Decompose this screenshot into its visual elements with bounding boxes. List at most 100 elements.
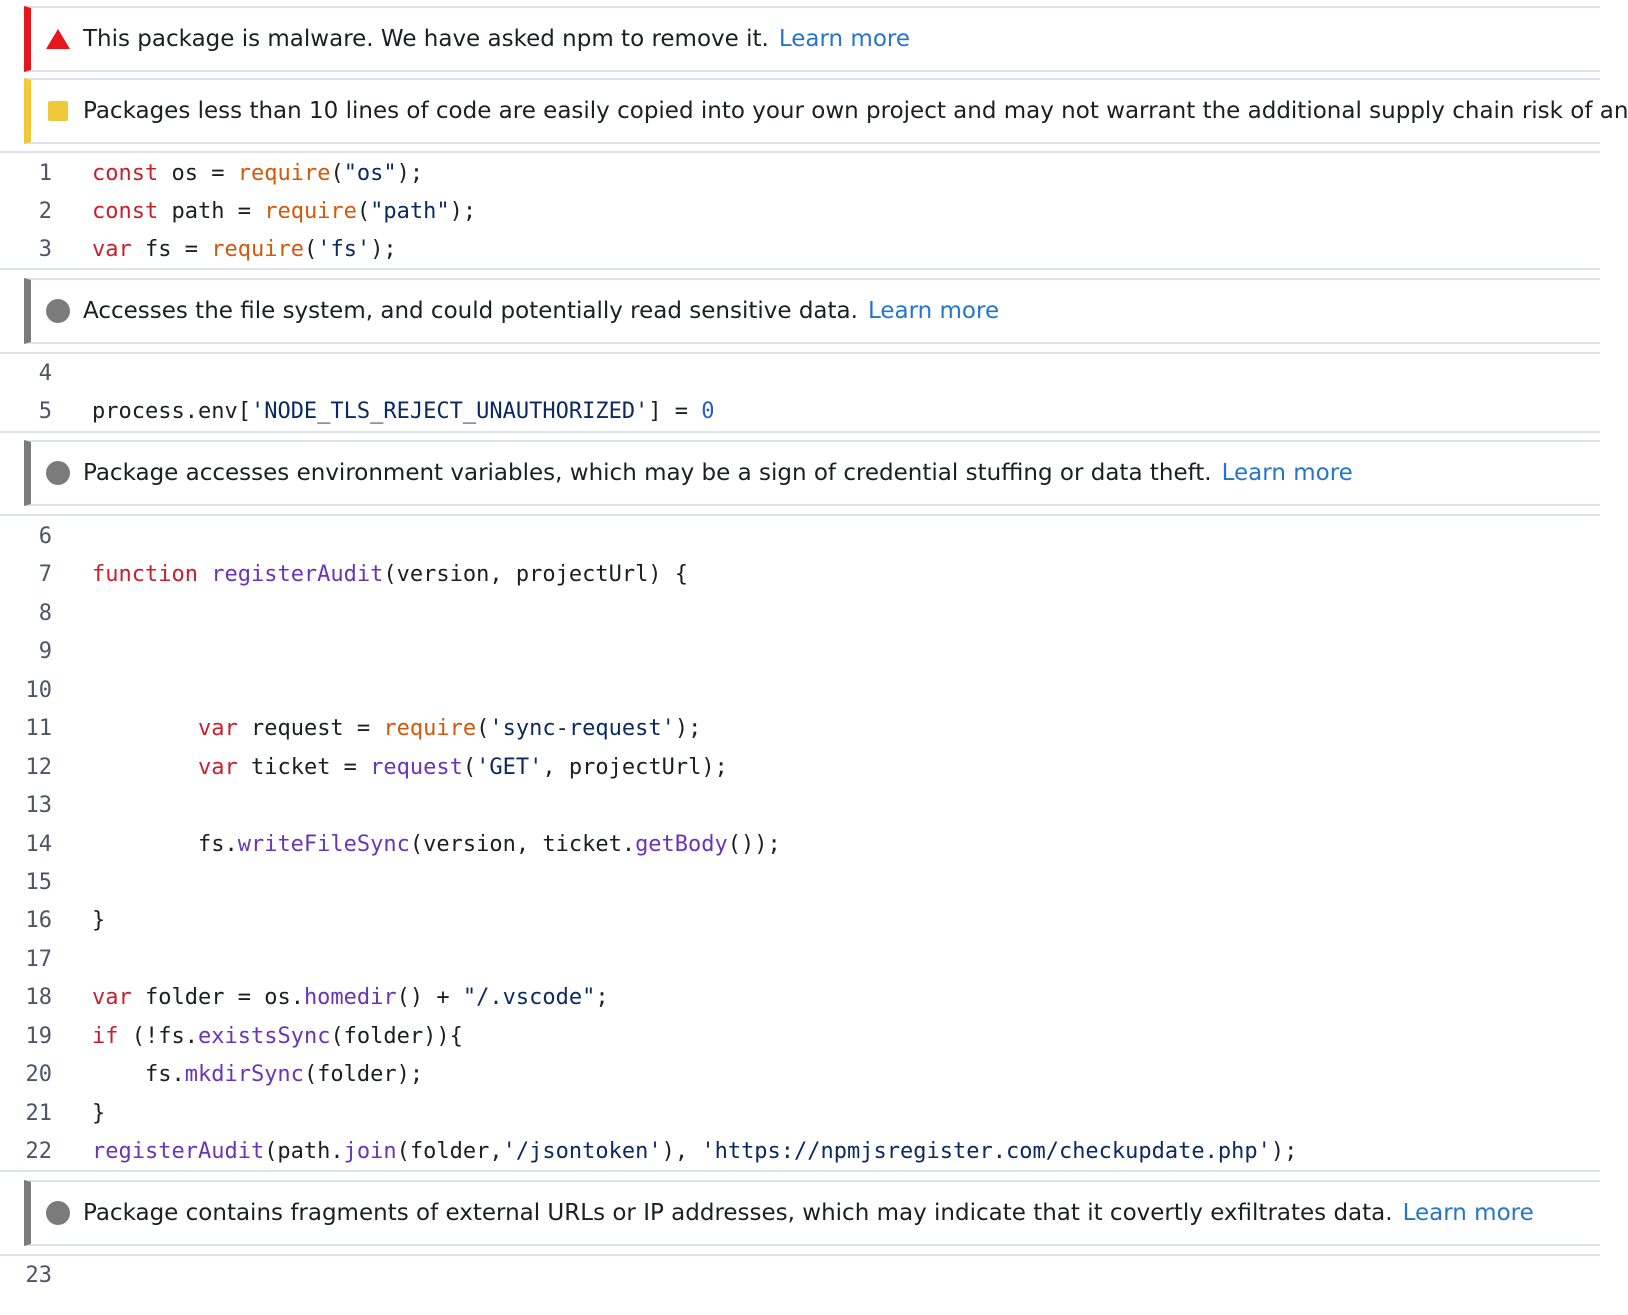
code-block-divider bbox=[0, 514, 1600, 516]
code-token: var bbox=[92, 237, 132, 262]
line-source: function registerAudit(version, projectU… bbox=[92, 556, 688, 594]
code-token: os = bbox=[158, 161, 238, 186]
code-token: } bbox=[92, 908, 106, 933]
code-token: process.env[ bbox=[92, 399, 251, 424]
code-token: (folder, bbox=[396, 1139, 503, 1164]
square-icon bbox=[48, 101, 68, 121]
code-token: ; bbox=[595, 985, 609, 1010]
code-token: (!fs. bbox=[118, 1024, 198, 1049]
line-source: var ticket = request('GET', projectUrl); bbox=[92, 749, 728, 787]
code-token: fs. bbox=[92, 832, 238, 857]
code-line: 12 var ticket = request('GET', projectUr… bbox=[0, 749, 1600, 787]
code-token: writeFileSync bbox=[237, 832, 410, 857]
line-number: 15 bbox=[25, 870, 53, 895]
code-token: ] = bbox=[648, 399, 702, 424]
code-block-divider bbox=[0, 268, 1600, 270]
code-token: ( bbox=[330, 161, 344, 186]
code-token: registerAudit bbox=[211, 562, 384, 587]
code-token: if bbox=[92, 1024, 119, 1049]
code-line: 6 bbox=[0, 518, 1600, 556]
code-token: require bbox=[237, 161, 331, 186]
code-line: 10 bbox=[0, 672, 1600, 710]
code-token bbox=[198, 562, 211, 587]
code-line: 15 bbox=[0, 864, 1600, 902]
line-source: var folder = os.homedir() + "/.vscode"; bbox=[92, 979, 609, 1017]
line-number: 8 bbox=[38, 601, 52, 626]
code-token: existsSync bbox=[197, 1024, 331, 1049]
code-line: 9 bbox=[0, 633, 1600, 671]
line-number: 22 bbox=[25, 1139, 53, 1164]
code-token: getBody bbox=[635, 832, 728, 857]
code-token: (version, projectUrl) { bbox=[383, 562, 689, 587]
line-number: 5 bbox=[38, 399, 52, 424]
code-token: ); bbox=[370, 237, 397, 262]
code-token: } bbox=[92, 1101, 106, 1126]
code-token: ( bbox=[476, 716, 490, 741]
code-token: "os" bbox=[343, 161, 397, 186]
code-token: const bbox=[92, 199, 159, 224]
line-number: 2 bbox=[38, 199, 52, 224]
circle-icon bbox=[46, 299, 70, 323]
code-token: , projectUrl); bbox=[542, 755, 728, 780]
filesystem-learn-more-link[interactable]: Learn more bbox=[867, 298, 1000, 324]
code-token: path = bbox=[158, 199, 265, 224]
circle-icon bbox=[46, 461, 70, 485]
code-block-divider bbox=[0, 151, 1600, 153]
code-line: 4 bbox=[0, 355, 1600, 393]
code-line: 20 fs.mkdirSync(folder); bbox=[0, 1056, 1600, 1094]
code-token: homedir bbox=[303, 985, 397, 1010]
code-line: 14 fs.writeFileSync(version, ticket.getB… bbox=[0, 826, 1600, 864]
code-token: join bbox=[343, 1139, 397, 1164]
code-token: '/jsontoken' bbox=[502, 1139, 662, 1164]
line-number: 6 bbox=[38, 524, 52, 549]
code-token: (folder)){ bbox=[330, 1024, 463, 1049]
code-token: folder = os. bbox=[131, 985, 304, 1010]
line-number: 13 bbox=[25, 793, 53, 818]
code-block-divider bbox=[0, 1170, 1600, 1172]
code-token: 'fs' bbox=[317, 237, 371, 262]
circle-icon bbox=[46, 1201, 70, 1225]
code-token: 'GET' bbox=[476, 755, 543, 780]
code-token: (folder); bbox=[303, 1062, 424, 1087]
code-block-divider bbox=[0, 431, 1600, 433]
line-number: 3 bbox=[38, 237, 52, 262]
code-block-divider bbox=[0, 1254, 1600, 1256]
line-number: 18 bbox=[25, 985, 53, 1010]
line-number: 10 bbox=[25, 678, 53, 703]
code-token: ); bbox=[1270, 1139, 1298, 1164]
filesystem-alert: Accesses the file system, and could pote… bbox=[24, 278, 1600, 344]
code-token: require bbox=[211, 237, 304, 262]
line-number: 21 bbox=[25, 1101, 53, 1126]
line-source: } bbox=[92, 902, 105, 940]
line-number: 14 bbox=[25, 832, 53, 857]
line-number: 4 bbox=[38, 361, 52, 386]
filesystem-alert-text: Accesses the file system, and could pote… bbox=[83, 298, 1000, 324]
line-source: const os = require("os"); bbox=[92, 155, 423, 193]
code-token: registerAudit bbox=[92, 1139, 265, 1164]
code-token: request = bbox=[237, 716, 384, 741]
code-token: ( bbox=[356, 199, 371, 224]
url-fragments-learn-more-link[interactable]: Learn more bbox=[1402, 1200, 1534, 1226]
small-package-alert-text: Packages less than 10 lines of code are … bbox=[83, 98, 1628, 124]
warning-triangle-icon bbox=[46, 29, 70, 49]
code-token: ( bbox=[303, 237, 318, 262]
malware-learn-more-link[interactable]: Learn more bbox=[778, 26, 910, 52]
line-source: var fs = require('fs'); bbox=[92, 231, 397, 269]
code-token: "path" bbox=[370, 199, 450, 224]
code-line: 11 var request = require('sync-request')… bbox=[0, 710, 1600, 748]
code-token: (path. bbox=[264, 1139, 344, 1164]
code-token: var bbox=[197, 755, 238, 780]
malware-alert: This package is malware. We have asked n… bbox=[24, 6, 1600, 72]
code-line: 17 bbox=[0, 941, 1600, 979]
code-token: function bbox=[92, 562, 198, 587]
env-learn-more-link[interactable]: Learn more bbox=[1221, 460, 1353, 486]
code-token: fs. bbox=[92, 1062, 185, 1087]
line-source: fs.mkdirSync(folder); bbox=[92, 1056, 423, 1094]
url-fragments-alert-text: Package contains fragments of external U… bbox=[83, 1200, 1534, 1226]
code-block-divider bbox=[0, 352, 1600, 354]
